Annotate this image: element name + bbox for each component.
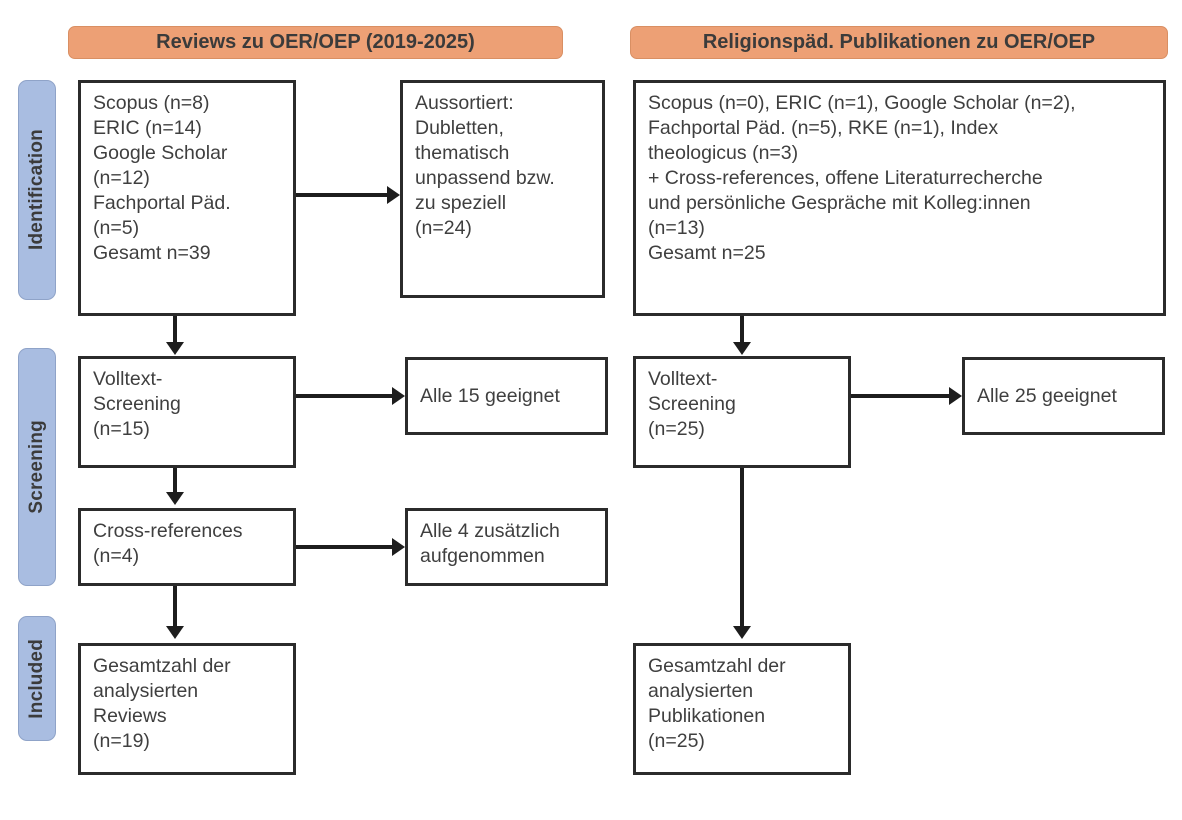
connector-left-fulltext-to-crossrefs	[173, 468, 177, 496]
stage-label-identification: Identification	[18, 80, 56, 300]
connector-left-id-to-excluded	[296, 193, 388, 197]
stage-label-identification-text: Identification	[26, 129, 47, 251]
box-left-crossrefs: Cross-references (n=4)	[78, 508, 296, 586]
arrowhead-left-crossrefs-to-result	[392, 538, 405, 556]
arrowhead-right-fulltext-to-included	[733, 626, 751, 639]
connector-left-crossrefs-to-result	[296, 545, 393, 549]
stage-label-screening-text: Screening	[26, 420, 47, 514]
box-right-identification: Scopus (n=0), ERIC (n=1), Google Scholar…	[633, 80, 1166, 316]
connector-right-id-to-fulltext	[740, 316, 744, 346]
connector-right-fulltext-to-result	[851, 394, 950, 398]
box-left-crossrefs-result: Alle 4 zusätzlich aufgenommen	[405, 508, 608, 586]
box-left-included: Gesamtzahl der analysierten Reviews (n=1…	[78, 643, 296, 775]
box-left-excluded: Aussortiert: Dubletten, thematisch unpas…	[400, 80, 605, 298]
column-header-right: Religionspäd. Publikationen zu OER/OEP	[630, 26, 1168, 59]
connector-left-crossrefs-to-included	[173, 586, 177, 630]
connector-left-id-to-fulltext	[173, 316, 177, 346]
arrowhead-right-id-to-fulltext	[733, 342, 751, 355]
connector-right-fulltext-to-included	[740, 468, 744, 630]
arrowhead-left-crossrefs-to-included	[166, 626, 184, 639]
box-left-fulltext-result: Alle 15 geeignet	[405, 357, 608, 435]
box-right-included: Gesamtzahl der analysierten Publikatione…	[633, 643, 851, 775]
stage-label-screening: Screening	[18, 348, 56, 586]
arrowhead-left-id-to-excluded	[387, 186, 400, 204]
box-left-identification: Scopus (n=8) ERIC (n=14) Google Scholar …	[78, 80, 296, 316]
arrowhead-right-fulltext-to-result	[949, 387, 962, 405]
connector-left-fulltext-to-result	[296, 394, 393, 398]
arrowhead-left-fulltext-to-result	[392, 387, 405, 405]
column-header-left: Reviews zu OER/OEP (2019-2025)	[68, 26, 563, 59]
box-right-fulltext-screening: Volltext- Screening (n=25)	[633, 356, 851, 468]
box-right-fulltext-result: Alle 25 geeignet	[962, 357, 1165, 435]
stage-label-included-text: Included	[26, 638, 47, 719]
arrowhead-left-fulltext-to-crossrefs	[166, 492, 184, 505]
stage-label-included: Included	[18, 616, 56, 741]
box-left-fulltext-screening: Volltext- Screening (n=15)	[78, 356, 296, 468]
arrowhead-left-id-to-fulltext	[166, 342, 184, 355]
